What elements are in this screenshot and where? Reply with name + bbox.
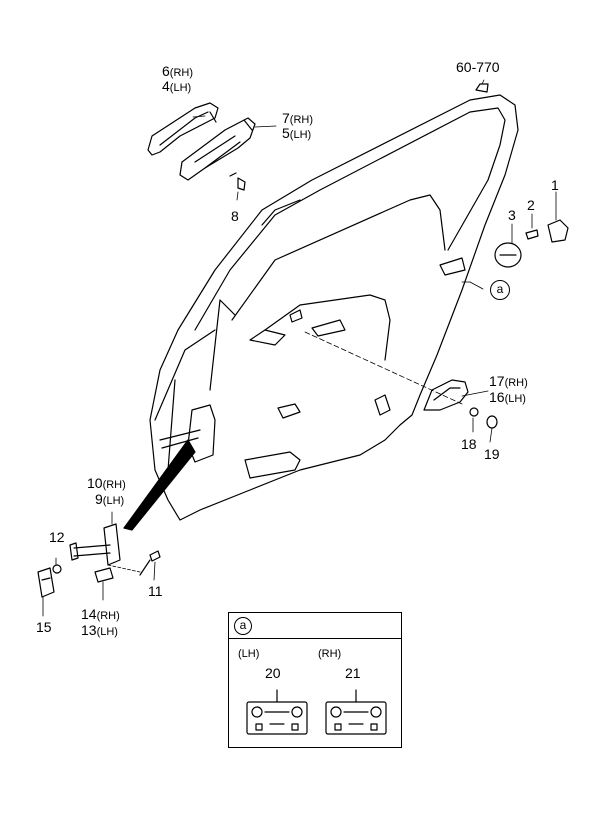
leader-wedge [123, 439, 196, 531]
part-label-11: 11 [148, 583, 163, 599]
lock-knob-1 [547, 219, 569, 243]
screw-2 [525, 229, 539, 240]
outside-handle [147, 102, 219, 156]
part-label-12: 12 [49, 529, 65, 545]
part-label-8: 8 [231, 208, 239, 224]
cap-19 [486, 415, 498, 429]
part-label-7: 7(RH) [282, 110, 314, 126]
part-label-17: 17(RH) [489, 373, 528, 389]
door-lock-cap [494, 242, 522, 268]
part-label-60-770: 60-770 [456, 59, 500, 75]
inset-header: a [229, 613, 401, 639]
part-label-3: 3 [508, 207, 516, 223]
inset-part-20: 20 [265, 665, 281, 681]
part-label-9: 9(LH) [95, 491, 125, 507]
part-label-10: 10(RH) [87, 475, 126, 491]
striker-tab [475, 83, 489, 93]
screw-18 [469, 407, 479, 417]
bolt-8 [229, 172, 246, 191]
part-label-4: 4(LH) [162, 78, 192, 94]
handle-bracket [179, 117, 256, 181]
door-panel [149, 94, 519, 521]
inset-left-side: (LH) [238, 648, 260, 660]
bolt-11 [139, 550, 161, 576]
bolt-12 [52, 564, 62, 574]
cap-14-13 [94, 567, 114, 583]
part-label-19: 19 [484, 446, 500, 462]
bracket-15 [37, 567, 55, 598]
part-label-1: 1 [551, 177, 559, 193]
inset-detail-a: a (LH) (RH) 20 21 [228, 612, 402, 748]
part-label-14: 14(RH) [81, 606, 120, 622]
part-label-16: 16(LH) [489, 389, 526, 405]
leader-lines [42, 79, 557, 617]
door-checker [69, 523, 121, 566]
part-label-18: 18 [461, 436, 477, 452]
part-label-5: 5(LH) [282, 125, 312, 141]
callout-a: a [490, 280, 510, 300]
inside-handle [423, 379, 469, 411]
inset-marker: a [234, 617, 252, 635]
part-label-2: 2 [527, 197, 535, 213]
part-label-6: 6(RH) [162, 63, 194, 79]
part-label-15: 15 [36, 619, 52, 635]
inset-latches [246, 689, 387, 735]
inset-part-21: 21 [345, 665, 361, 681]
part-label-13: 13(LH) [81, 622, 118, 638]
inset-right-side: (RH) [318, 648, 342, 660]
